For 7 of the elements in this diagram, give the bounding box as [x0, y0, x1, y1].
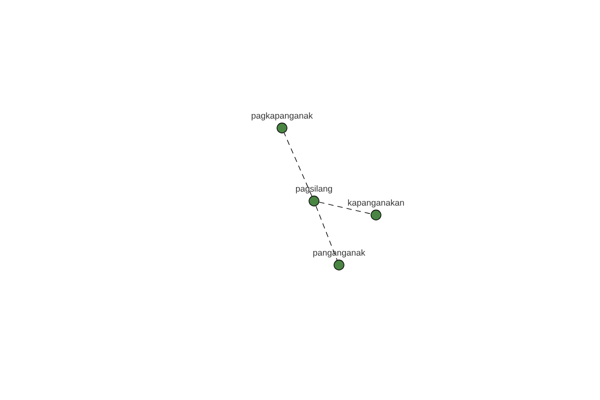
dashed-line	[316, 206, 338, 260]
dashed-line	[284, 132, 312, 196]
node-label: pagkapanganak	[252, 112, 313, 120]
node-label: panganganak	[313, 249, 366, 258]
node-label: pagsilang	[296, 185, 332, 194]
node-label: kapanganakan	[348, 199, 404, 208]
dashed-line	[318, 202, 372, 214]
